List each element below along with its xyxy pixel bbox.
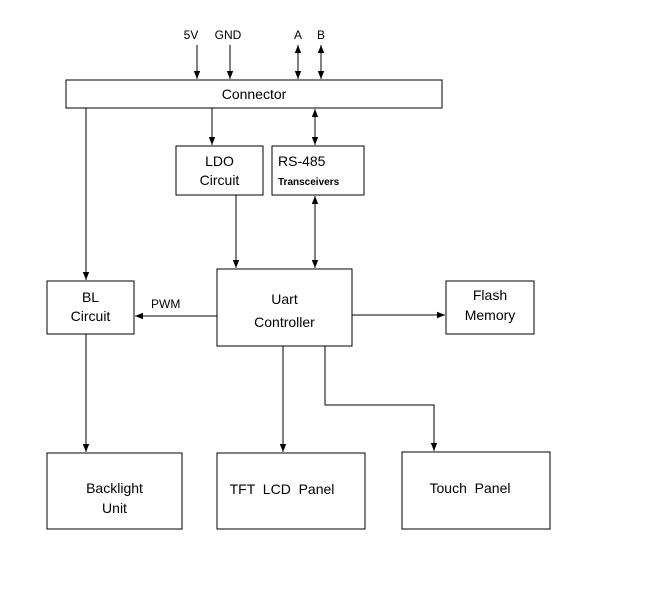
flash-memory-block: Flash Memory — [445, 280, 535, 335]
uart-controller-block: Uart Controller — [216, 268, 353, 347]
signal-gnd-label: GND — [215, 28, 242, 42]
rs485-label-line2: Transceivers — [278, 177, 340, 188]
uart-label-line1: Uart — [271, 291, 298, 307]
rs485-block: RS-485 Transceivers — [271, 145, 365, 196]
bl-label-line1: BL — [82, 289, 99, 305]
touch-label: Touch Panel — [430, 480, 511, 496]
backlight-label-line2: Unit — [102, 500, 127, 516]
connector-block: Connector — [65, 79, 443, 109]
signal-b-label: B — [317, 28, 325, 42]
flash-label-line1: Flash — [473, 287, 507, 303]
ldo-label-line1: LDO — [205, 153, 234, 169]
arrow-uart-to-touch — [324, 346, 438, 451]
pwm-label: PWM — [151, 297, 180, 311]
backlight-unit-block: Backlight Unit — [46, 452, 183, 530]
rs485-label-line1: RS-485 — [278, 153, 326, 169]
flash-label-line2: Memory — [465, 307, 516, 323]
uart-label-line2: Controller — [254, 314, 315, 330]
signal-a-label: A — [294, 28, 302, 42]
touch-panel-block: Touch Panel — [401, 451, 551, 530]
signal-5v-label: 5V — [184, 28, 199, 42]
ldo-label-line2: Circuit — [200, 172, 240, 188]
tft-label: TFT LCD Panel — [230, 481, 335, 497]
connector-label: Connector — [222, 86, 287, 102]
backlight-label-line1: Backlight — [86, 480, 143, 496]
ldo-circuit-block: LDO Circuit — [175, 145, 264, 196]
tft-lcd-panel-block: TFT LCD Panel — [216, 452, 366, 530]
bl-circuit-block: BL Circuit — [46, 280, 135, 335]
bl-label-line2: Circuit — [71, 308, 111, 324]
